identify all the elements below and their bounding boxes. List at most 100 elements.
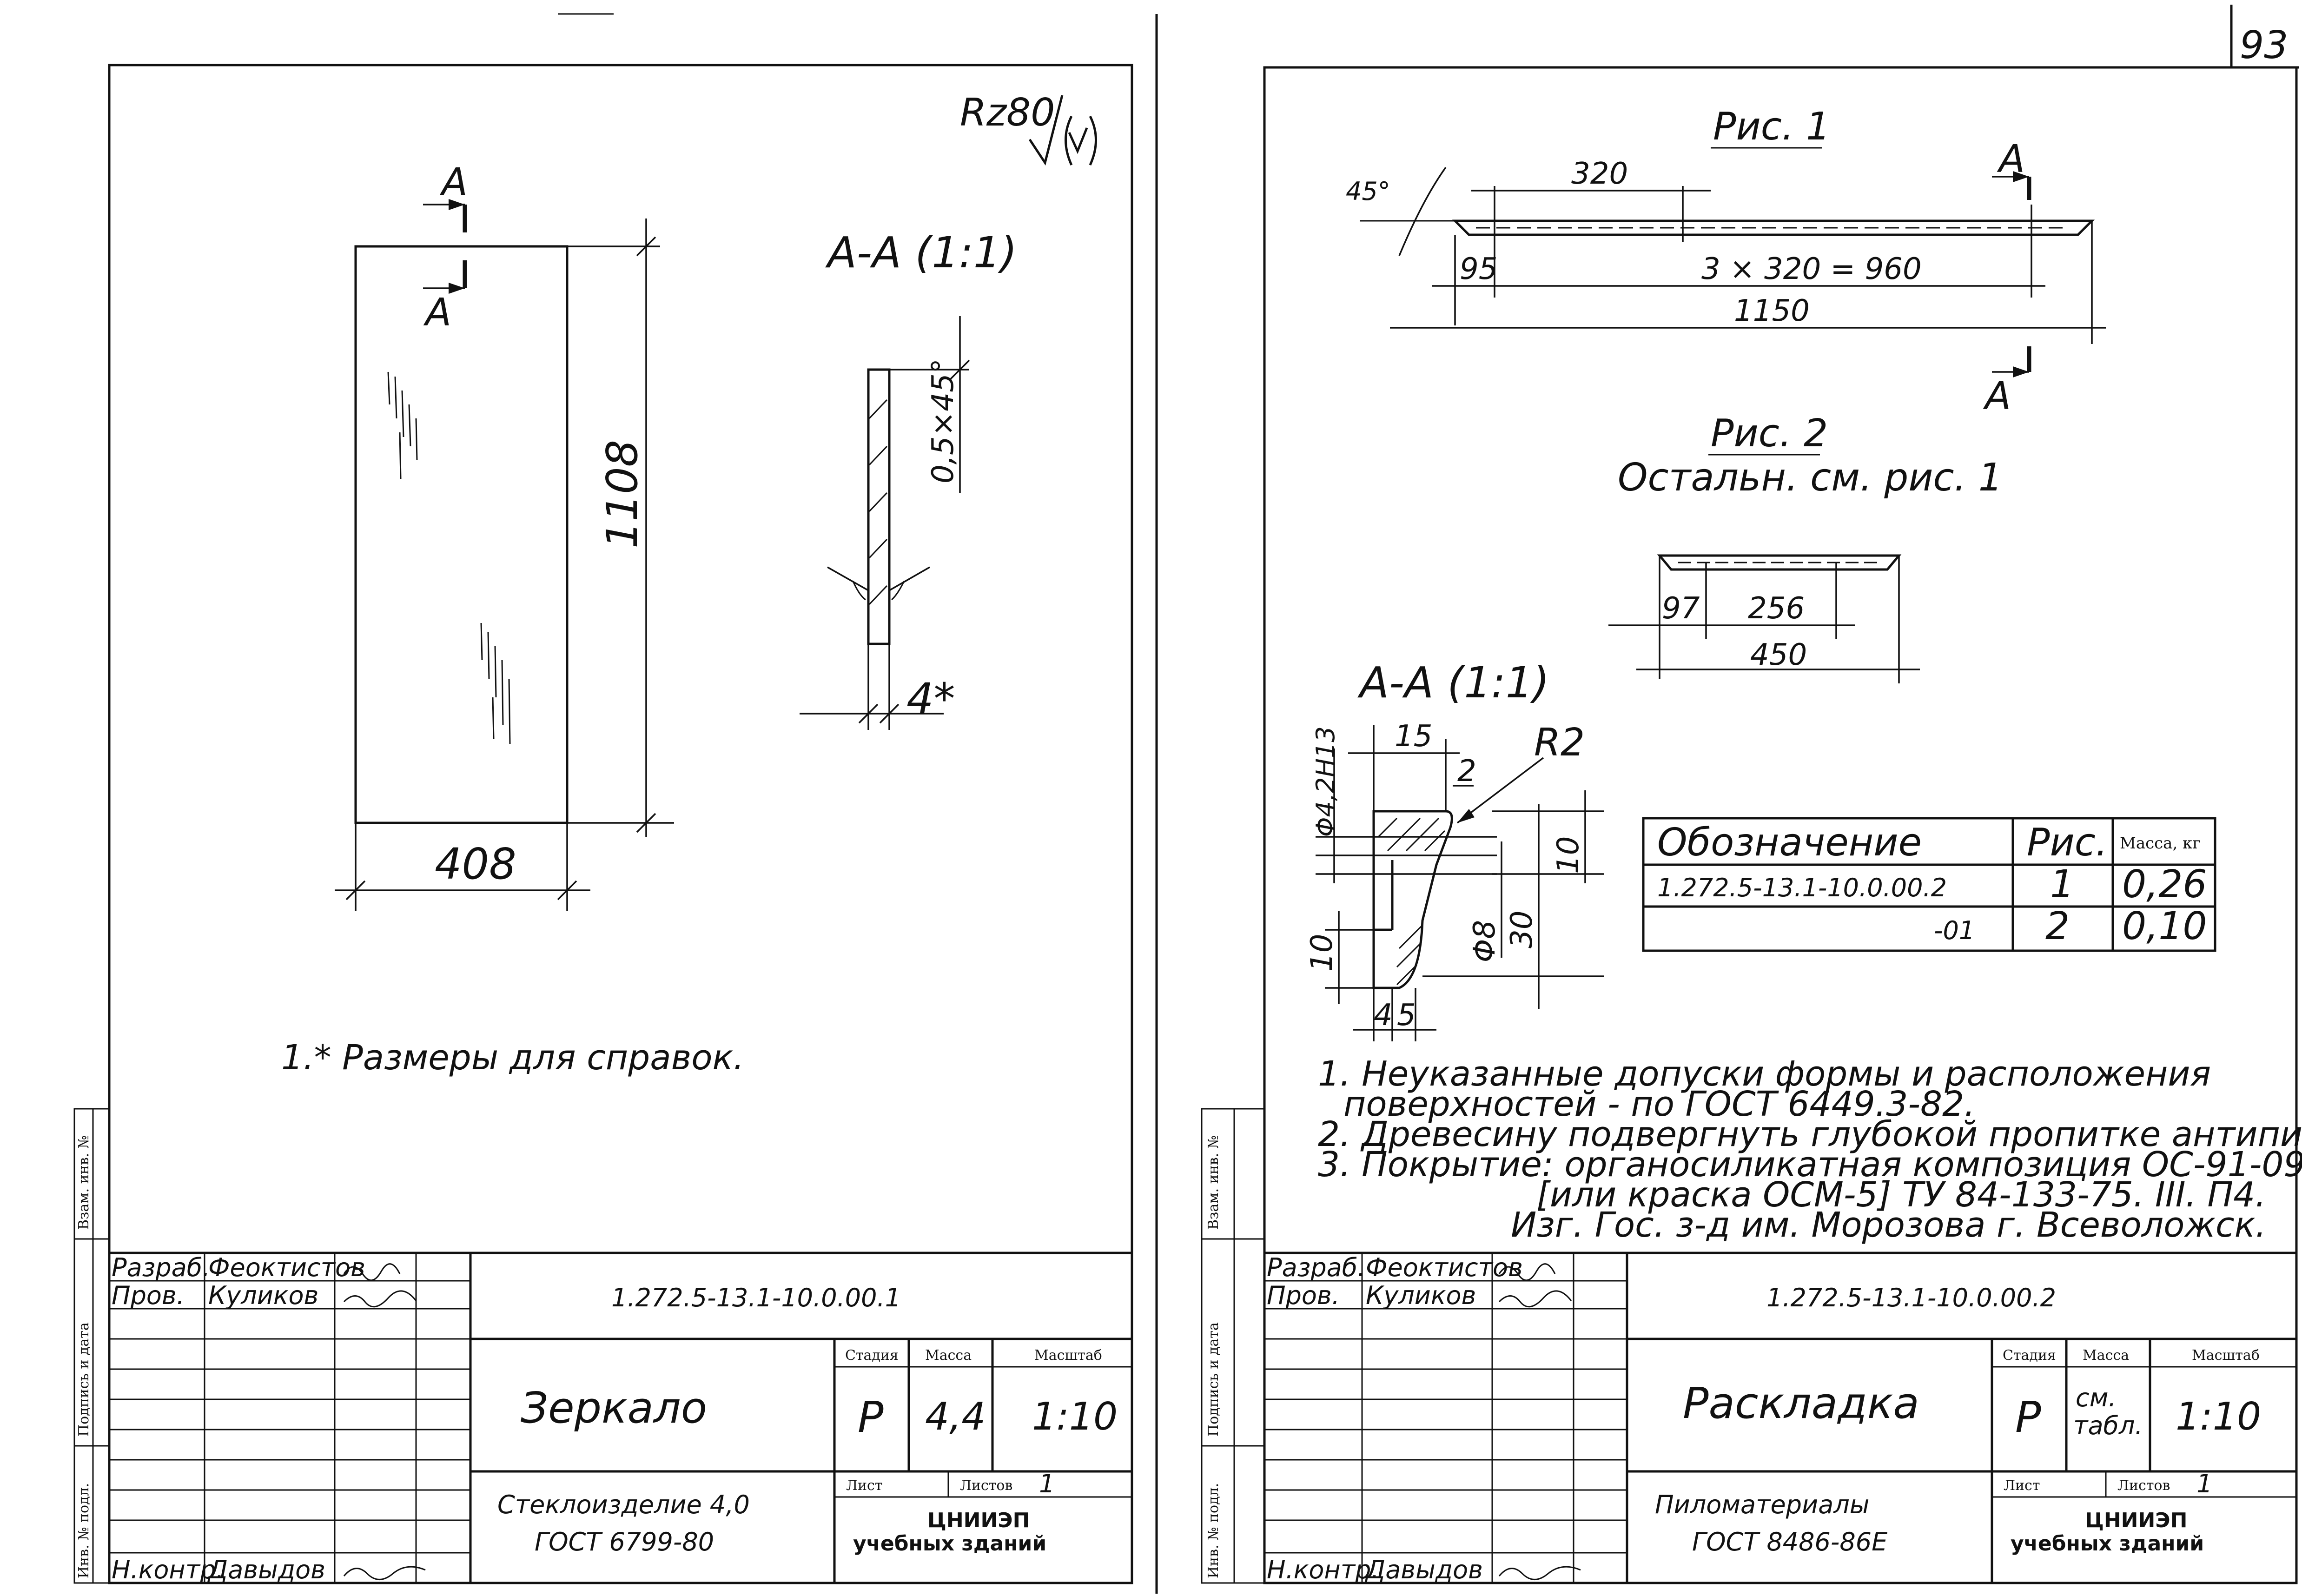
left-role-1: Разраб. [112, 1253, 210, 1282]
right-role-1: Разраб. [1267, 1253, 1365, 1282]
right-designation: 1.272.5-13.1-10.0.00.2 [1766, 1283, 2056, 1312]
note-line-6: Изг. Гос. з-д им. Морозова г. Всеволожск… [1511, 1205, 2266, 1245]
side-label-inv: Инв. № подл. [76, 1483, 92, 1578]
right-sheets: 1 [2196, 1469, 2212, 1498]
right-notes: 1. Неуказанные допуски формы и расположе… [1318, 1054, 2302, 1245]
table-row1-designation: 1.272.5-13.1-10.0.00.2 [1657, 873, 1947, 902]
left-frame [108, 64, 1133, 1584]
table-row1-fig: 1 [2050, 862, 2074, 907]
section-d1: 15 [1395, 719, 1432, 754]
side-label-vzam: Взам. инв. № [76, 1135, 92, 1230]
section-h2: 30 [1505, 911, 1539, 948]
glass-section: 0,5×45° 4* [800, 316, 970, 730]
note-line-5: [или краска ОСМ-5] ТУ 84-133-75. III. П4… [1536, 1175, 2266, 1215]
right-name-3: Давыдов [1365, 1555, 1483, 1584]
left-role-2: Пров. [112, 1281, 185, 1310]
right-col-scale: Масштаб [2192, 1347, 2260, 1364]
left-section-marker: А А [423, 160, 468, 335]
left-name-3: Давыдов [207, 1555, 325, 1584]
right-sheets-label: Листов [2117, 1477, 2170, 1494]
signature-mark [343, 1290, 417, 1308]
signature-mark [343, 1263, 401, 1281]
table-row1-mass: 0,26 [2122, 862, 2207, 907]
mirror-panel [354, 245, 569, 824]
left-material-1: Стеклоизделие 4,0 [497, 1490, 750, 1519]
right-org-2: учебных зданий [2011, 1532, 2204, 1556]
mass-table: Обозначение Рис. Масса, кг 1.272.5-13.1-… [1642, 817, 2216, 952]
right-mass-2: табл. [2073, 1411, 2143, 1440]
left-designation: 1.272.5-13.1-10.0.00.1 [611, 1283, 901, 1312]
signature-mark [1498, 1263, 1556, 1281]
table-header-designation: Обозначение [1657, 821, 1922, 865]
page-number-box: 93 [2230, 5, 2299, 69]
right-material-1: Пиломатериалы [1655, 1490, 1869, 1519]
right-title-block: Разраб. Феоктистов Пров. Куликов Н.контр… [1263, 1252, 2298, 1584]
right-role-2: Пров. [1267, 1281, 1340, 1310]
left-org-2: учебных зданий [853, 1532, 1046, 1556]
left-col-mass: Масса [925, 1347, 972, 1364]
note-line-4: 3. Покрытие: органосиликатная композиция… [1318, 1145, 2302, 1185]
roughness-symbol: Rz80 [960, 91, 1097, 166]
fig1-pitch: 320 [1571, 157, 1628, 191]
section-label-top: А [439, 160, 468, 205]
left-material-2: ГОСТ 6799-80 [535, 1527, 714, 1556]
profile-section: 15 2 R2 Φ4,2Н13 10 30 Φ8 10 4 [1305, 719, 1604, 1041]
table-row2-designation: -01 [1934, 916, 1975, 945]
left-role-3: Н.контр. [112, 1555, 224, 1584]
signature-mark [1498, 1566, 1581, 1580]
section-radius: R2 [1534, 721, 1585, 765]
right-org-1: ЦНИИЭП [2085, 1509, 2187, 1532]
left-title-block: Разраб. Феоктистов Пров. Куликов Н.контр… [108, 1252, 1133, 1584]
fig1-strip: 45° 320 95 3 × 320 = 960 1150 А А [1346, 137, 2106, 418]
chamfer-dim-text: 0,5×45° [926, 358, 960, 483]
left-name-1: Феоктистов [208, 1253, 365, 1282]
left-note: 1.* Размеры для справок. [281, 1038, 744, 1078]
left-org-1: ЦНИИЭП [927, 1509, 1030, 1532]
thickness-dim-text: 4* [906, 674, 955, 724]
table-row2-fig: 2 [2045, 904, 2070, 948]
table-header-fig: Рис. [2027, 821, 2108, 865]
left-sheet: Взам. инв. № Подпись и дата Инв. № подл.… [73, 64, 1133, 1584]
fig1-title: Рис. 1 [1713, 105, 1830, 149]
left-part-name: Зеркало [521, 1383, 707, 1433]
width-dimension: 408 [335, 823, 590, 911]
section-h3: 10 [1305, 934, 1339, 972]
fig1-cut-top: А [1997, 137, 2025, 181]
fig2-title: Рис. 2 [1711, 411, 1828, 456]
right-side-stamp: Взам. инв. № Подпись и дата Инв. № подл. [1201, 1108, 1265, 1584]
side-label-podpis: Подпись и дата [1205, 1322, 1222, 1437]
right-name-2: Куликов [1366, 1281, 1476, 1310]
side-label-inv: Инв. № подл. [1205, 1483, 1222, 1578]
width-dim-text: 408 [435, 839, 516, 889]
fig1-length: 1150 [1734, 294, 1810, 328]
note-line-1: 1. Неуказанные допуски формы и расположе… [1318, 1054, 2211, 1094]
right-part-name: Раскладка [1683, 1378, 1919, 1428]
fig2-strip: 97 256 450 [1608, 554, 1920, 683]
left-sheets-label: Листов [960, 1477, 1012, 1494]
height-dim-text: 1108 [597, 440, 647, 549]
signature-mark [1498, 1290, 1572, 1308]
fig1-span: 3 × 320 = 960 [1701, 252, 1922, 286]
right-stage: Р [2015, 1392, 2041, 1442]
fig2-span: 256 [1748, 591, 1805, 626]
left-col-stage: Стадия [845, 1347, 899, 1364]
fig1-cut-bottom: А [1983, 374, 2011, 418]
section-hole2: Φ8 [1468, 920, 1502, 962]
section-d2: 2 [1457, 754, 1476, 788]
section-w2: 5 [1397, 998, 1416, 1033]
left-side-stamp: Взам. инв. № Подпись и дата Инв. № подл. [73, 1108, 110, 1584]
table-header-mass: Масса, кг [2120, 834, 2201, 853]
right-mass-1: см. [2076, 1383, 2117, 1412]
note-line-2: поверхностей - по ГОСТ 6449.3-82. [1343, 1084, 1975, 1124]
section-view-title: А-А (1:1) [825, 228, 1017, 278]
right-sheet-label: Лист [2004, 1477, 2040, 1494]
left-col-scale: Масштаб [1034, 1347, 1102, 1364]
height-dimension: 1108 [567, 219, 674, 837]
left-sheets: 1 [1039, 1469, 1055, 1498]
side-label-vzam: Взам. инв. № [1205, 1135, 1222, 1230]
fig1-edge: 95 [1460, 252, 1497, 286]
section-h1: 10 [1551, 836, 1586, 874]
left-mass: 4,4 [925, 1395, 986, 1439]
